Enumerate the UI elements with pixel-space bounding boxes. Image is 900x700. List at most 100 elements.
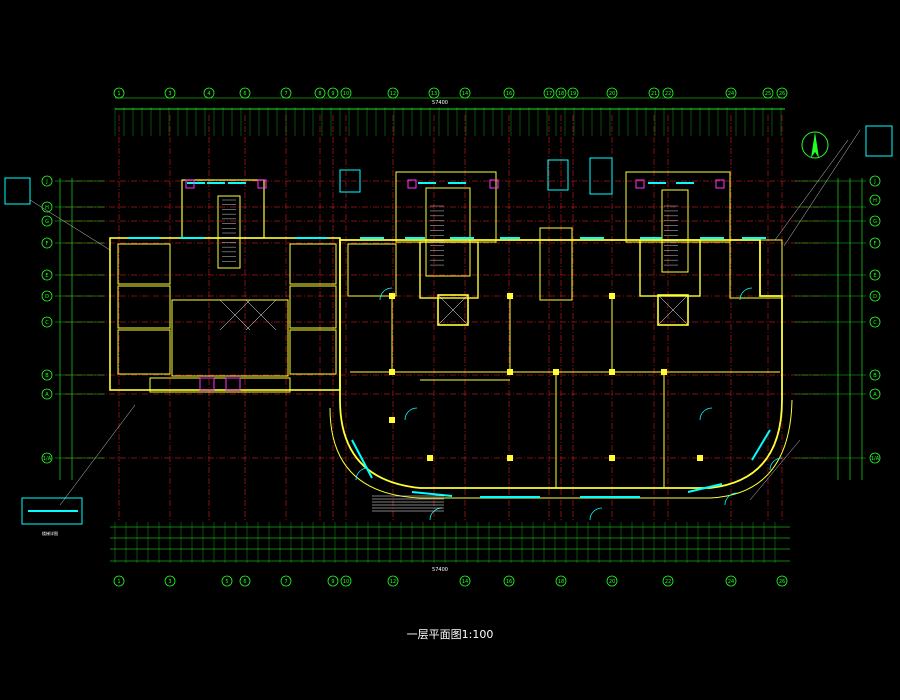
- living-room: [171, 299, 289, 377]
- axis-bubble-top-circle: [340, 87, 352, 99]
- axis-bubble-top-label: 24: [728, 91, 734, 97]
- door-swing: [589, 507, 603, 521]
- door-swing: [724, 492, 738, 506]
- axis-bubble-top-circle: [387, 87, 399, 99]
- axis-bubble-right-label: D: [873, 294, 877, 300]
- axis-bubble-top-label: 17: [546, 91, 552, 97]
- door-swing: [429, 507, 443, 521]
- axis-bubble-bottom-label: 14: [462, 579, 468, 585]
- leader-line: [29, 199, 111, 251]
- axis-bubble-right-label: J: [873, 179, 875, 185]
- building-walls: [109, 171, 793, 499]
- axis-bubble-top-circle: [428, 87, 440, 99]
- axis-bubble-top-circle: [239, 87, 251, 99]
- axis-bubble-bottom-circle: [340, 575, 352, 587]
- axis-bubble-top-circle: [314, 87, 326, 99]
- axis-bubble-top-circle: [555, 87, 567, 99]
- axis-bubble-right-circle: [869, 316, 881, 328]
- overall-dimension-top: 57400: [432, 100, 448, 106]
- dimension-lines: [55, 97, 866, 563]
- axis-bubble-top-label: 6: [243, 91, 246, 97]
- axis-bubble-top-label: 21: [651, 91, 657, 97]
- axis-bubble-top-circle: [567, 87, 579, 99]
- axis-bubble-left-label: 1/A: [43, 456, 52, 462]
- room: [117, 329, 171, 375]
- axis-bubble-left-circle: [41, 316, 53, 328]
- window-detail: [589, 157, 613, 195]
- curtain-wall-line: [329, 399, 793, 499]
- highlight-element: [407, 179, 417, 189]
- axis-bubble-top-label: 7: [284, 91, 287, 97]
- axis-bubble-bottom-label: 22: [665, 579, 671, 585]
- axis-bubble-right-label: 1/A: [871, 456, 880, 462]
- axis-bubble-right-circle: [869, 290, 881, 302]
- axis-bubble-bottom-circle: [662, 575, 674, 587]
- structural-column: [507, 369, 513, 375]
- axis-bubble-bottom-label: 18: [558, 579, 564, 585]
- axis-bubble-bottom-label: 16: [506, 579, 512, 585]
- leader-line: [59, 404, 136, 506]
- axis-bubble-bottom-label: 10: [343, 579, 349, 585]
- axis-bubble-top-circle: [762, 87, 774, 99]
- drawing-title: 一层平面图1:100: [406, 628, 494, 641]
- axis-bubble-top-circle: [113, 87, 125, 99]
- axis-bubble-bottom-label: 12: [390, 579, 396, 585]
- structural-column: [389, 417, 395, 423]
- axis-bubble-bottom-label: 24: [728, 579, 734, 585]
- axis-bubble-top-circle: [459, 87, 471, 99]
- axis-bubble-top-label: 22: [665, 91, 671, 97]
- door-swing: [769, 457, 783, 471]
- east-room: [729, 239, 783, 299]
- balcony: [149, 377, 291, 393]
- door-swing: [404, 407, 418, 421]
- narrow-shaft: [539, 227, 573, 301]
- axis-bubble-left-circle: [41, 452, 53, 464]
- overall-dimension-bottom: 57400: [432, 567, 448, 573]
- axis-bubble-top-circle: [725, 87, 737, 99]
- storefront-window: [687, 483, 723, 493]
- axis-bubble-bottom-circle: [113, 575, 125, 587]
- axis-bubble-top-label: 26: [779, 91, 785, 97]
- axis-bubble-top-label: 13: [431, 91, 437, 97]
- highlight-element: [257, 179, 267, 189]
- axis-bubble-bottom-label: 3: [168, 579, 171, 585]
- east-stair: [661, 189, 689, 273]
- window-detail: [339, 169, 361, 193]
- axis-bubble-top-circle: [203, 87, 215, 99]
- axis-bubble-top-circle: [648, 87, 660, 99]
- axis-bubble-bottom-label: 5: [225, 579, 228, 585]
- structural-column: [389, 369, 395, 375]
- axis-bubble-left-label: B: [45, 373, 49, 379]
- highlight-element: [489, 179, 499, 189]
- axis-bubble-top-label: 10: [343, 91, 349, 97]
- room: [289, 285, 337, 329]
- axis-bubble-bottom-circle: [725, 575, 737, 587]
- structural-column: [609, 369, 615, 375]
- axis-bubble-bottom-circle: [164, 575, 176, 587]
- structural-column: [609, 293, 615, 299]
- central-core: [419, 241, 479, 299]
- door-swing: [699, 407, 713, 421]
- axis-bubble-right-circle: [869, 175, 881, 187]
- storefront-window: [411, 491, 453, 497]
- axis-bubble-top-label: 18: [558, 91, 564, 97]
- axis-bubble-right-circle: [869, 194, 881, 206]
- axis-bubble-left-circle: [41, 269, 53, 281]
- structural-column: [697, 455, 703, 461]
- axis-bubble-left-label: G: [45, 219, 49, 225]
- structural-column: [507, 293, 513, 299]
- axis-bubble-top-label: 20: [609, 91, 615, 97]
- structural-column: [427, 455, 433, 461]
- axis-bubble-right-circle: [869, 388, 881, 400]
- axis-bubble-right-label: A: [873, 392, 877, 398]
- highlight-element: [715, 179, 725, 189]
- axis-bubble-top-circle: [776, 87, 788, 99]
- structural-column: [553, 369, 559, 375]
- axis-bubble-top-label: 14: [462, 91, 468, 97]
- axis-bubble-left-label: A: [45, 392, 49, 398]
- east-core-upper: [625, 171, 731, 243]
- axis-bubble-left-circle: [41, 175, 53, 187]
- stairwell: [217, 195, 241, 269]
